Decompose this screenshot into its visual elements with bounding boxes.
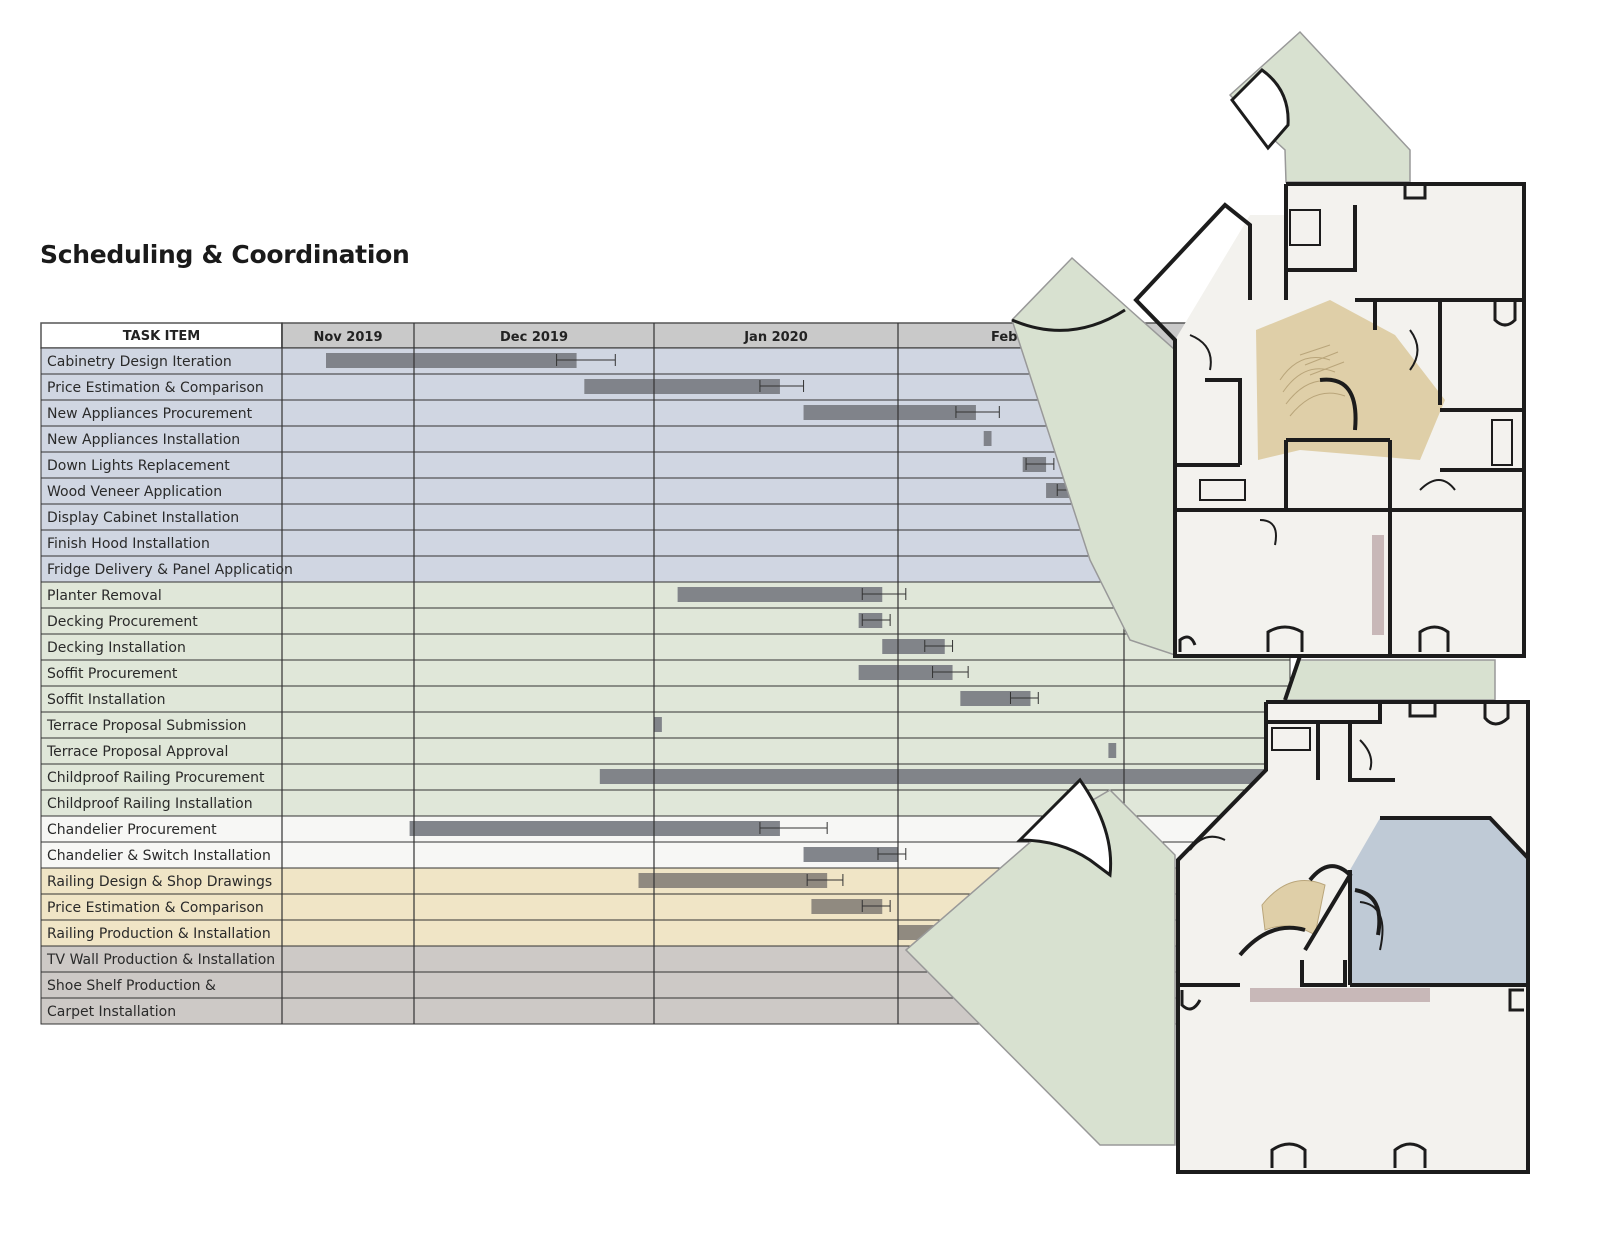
page-title: Scheduling & Coordination [40,240,410,269]
plan-walls-lower [1176,700,1530,1174]
plan-columns-lower [1180,702,1524,1168]
task-label: Carpet Installation [47,1004,176,1020]
task-bar [960,691,1031,706]
plan-feature-wall-upper [1372,535,1384,635]
plan-stair-hall [1256,300,1445,460]
task-row [40,737,1291,765]
plan-lower-terrace-tower [1016,777,1113,878]
plan-tub-upper-left [1199,479,1246,501]
plan-terrace-tower [1230,68,1290,151]
plan-stair-lower [1261,880,1326,936]
task-bar [599,769,1310,784]
task-label: Planter Removal [47,588,162,604]
task-label: Decking Installation [47,640,186,656]
plan-door-arcs-upper [1189,329,1456,546]
task-label: Childproof Railing Installation [47,796,253,812]
task-label: Display Cabinet Installation [47,510,239,526]
header-month-2: Jan 2020 [743,330,808,345]
task-label: TV Wall Production & Installation [46,952,275,968]
task-row [40,633,1291,661]
task-label: Terrace Proposal Submission [46,718,246,734]
task-bar [803,847,898,862]
task-row [40,659,1291,687]
task-label: Railing Design & Shop Drawings [47,874,272,890]
task-label: Decking Procurement [47,614,198,630]
task-label: Cabinetry Design Iteration [47,354,232,370]
task-label: Wood Veneer Application [47,484,222,500]
task-row [40,685,1291,713]
header-task-label: TASK ITEM [123,329,200,344]
task-label: Soffit Procurement [47,666,178,682]
plan-stair-lines [1279,344,1346,417]
task-bar [858,665,953,680]
task-row [40,555,1291,583]
task-row [40,529,1291,557]
header-month-0: Nov 2019 [314,330,383,345]
task-row [40,581,1291,609]
task-label: Railing Production & Installation [47,926,271,942]
plan-terrace-left-curve [1011,308,1126,332]
task-label: Chandelier Procurement [47,822,217,838]
task-label: New Appliances Installation [47,432,240,448]
task-label: Childproof Railing Procurement [47,770,265,786]
plan-terrace-lower [904,789,1176,1146]
task-bar [409,821,780,836]
plan-tub-lower [1271,727,1311,751]
plan-stair-core-lower [1238,864,1382,957]
plan-room-blue [1350,818,1528,985]
task-row [40,607,1291,635]
plan-tub-upper-right [1491,419,1513,466]
plan-feature-wall-lower [1250,988,1430,1002]
task-label: Shoe Shelf Production & [47,978,216,994]
task-bar [638,873,828,888]
plan-columns-upper [1178,184,1517,652]
task-label: Down Lights Replacement [47,458,230,474]
plan-door-arcs-lower [1189,739,1384,951]
task-bar [677,587,883,602]
task-label: Terrace Proposal Approval [46,744,228,760]
task-label: Price Estimation & Comparison [47,380,264,396]
task-label: New Appliances Procurement [47,406,253,422]
task-label: Fridge Delivery & Panel Application [47,562,293,578]
task-label: Soffit Installation [47,692,165,708]
plan-walls-upper [1133,182,1526,658]
task-bar [983,431,992,446]
task-bar [584,379,780,394]
task-label: Finish Hood Installation [47,536,210,552]
task-label: Chandelier & Switch Installation [47,848,271,864]
task-bar [811,899,883,914]
plan-stair-core [1319,377,1358,431]
task-bar [654,717,662,732]
plan-terrace-mid [1283,659,1496,701]
task-bar [1108,743,1117,758]
header-month-1: Dec 2019 [500,330,568,345]
plan-tub-upper-top [1289,209,1321,246]
task-label: Price Estimation & Comparison [47,900,264,916]
task-bar [803,405,976,420]
task-bar [326,353,577,368]
header-task-cell [40,322,283,349]
